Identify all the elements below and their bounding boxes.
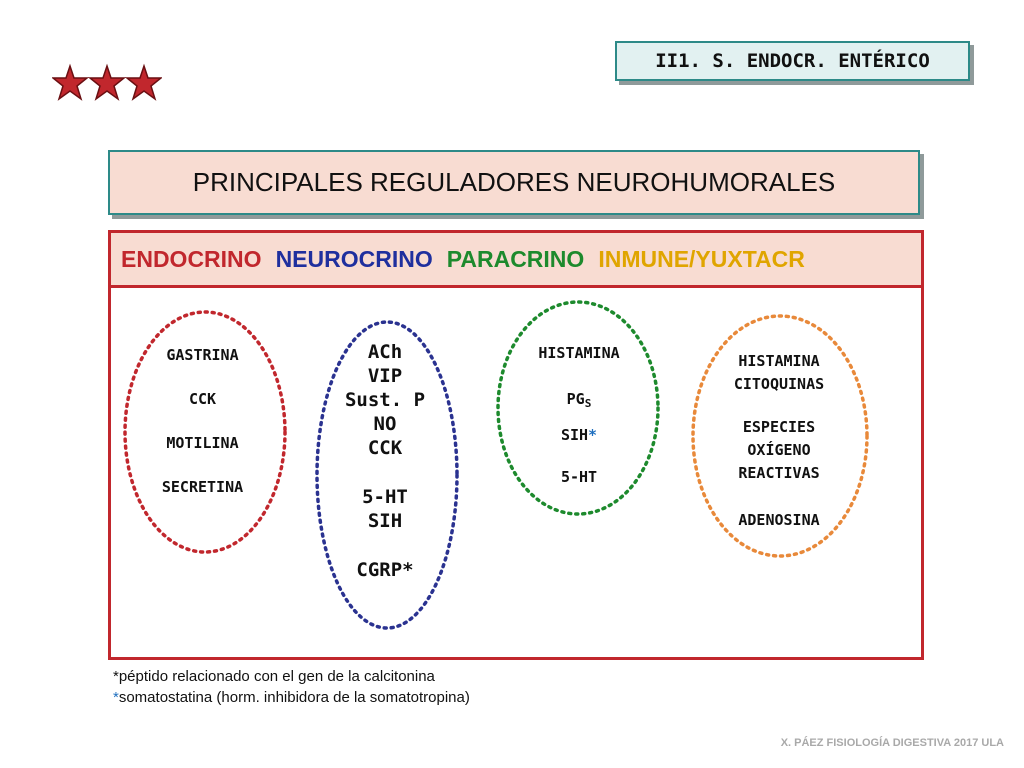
list-item: SIH* xyxy=(500,424,658,446)
list-item: NO xyxy=(373,413,397,435)
list-item: PGS xyxy=(500,388,658,412)
three-stars-icon xyxy=(52,63,162,101)
header-endocrino: ENDOCRINO xyxy=(121,245,262,272)
sih-star: * xyxy=(588,426,598,444)
footnote-cgrp: *péptido relacionado con el gen de la ca… xyxy=(113,668,435,685)
list-item: CCK xyxy=(367,437,403,459)
list-item: CGRP* xyxy=(356,559,414,581)
list-item: ADENOSINA xyxy=(738,511,820,529)
endocrino-list: GASTRINA CCK MOTILINA SECRETINA xyxy=(130,343,275,499)
footnote-sih: *somatostatina (horm. inhibidora de la s… xyxy=(113,689,470,706)
list-item: CCK xyxy=(188,390,217,408)
pg-label: PG xyxy=(566,390,585,408)
list-item: ESPECIES xyxy=(742,418,816,436)
inmune-list: HISTAMINA CITOQUINAS ESPECIES OXÍGENO RE… xyxy=(700,350,858,532)
ellipse-endocrino xyxy=(123,310,287,554)
list-item: HISTAMINA xyxy=(738,352,820,370)
category-header: ENDOCRINO NEUROCRINO PARACRINO INMUNE/YU… xyxy=(108,230,924,288)
footnote-sih-text: somatostatina (horm. inhibidora de la so… xyxy=(118,689,470,706)
header-inmune: INMUNE/YUXTACR xyxy=(598,245,805,272)
list-item: OXÍGENO xyxy=(747,441,811,459)
credit-line: X. PÁEZ FISIOLOGÍA DIGESTIVA 2017 ULA xyxy=(780,737,1004,749)
pg-subscript: S xyxy=(584,397,592,410)
list-item: SIH xyxy=(367,510,403,532)
list-item: ACh xyxy=(367,341,403,363)
header-neurocrino: NEUROCRINO xyxy=(275,245,433,272)
list-item: Sust. P xyxy=(344,389,426,411)
header-paracrino: PARACRINO xyxy=(446,245,585,272)
list-item: CITOQUINAS xyxy=(733,375,825,393)
list-item: 5-HT xyxy=(362,486,408,508)
list-item: 5-HT xyxy=(560,468,598,486)
neurocrino-list: ACh VIP Sust. P NO CCK 5-HT SIH CGRP* xyxy=(325,340,445,582)
list-item: VIP xyxy=(367,365,403,387)
list-item: REACTIVAS xyxy=(738,464,820,482)
paracrino-list: HISTAMINA PGS SIH* 5-HT xyxy=(500,342,658,488)
ellipse-inmune xyxy=(691,314,869,558)
ellipse-paracrino xyxy=(496,300,660,516)
sih-label: SIH xyxy=(560,426,589,444)
list-item: GASTRINA xyxy=(166,346,239,364)
footnote-star: * xyxy=(113,689,119,706)
list-item: HISTAMINA xyxy=(538,344,620,362)
page-title: PRINCIPALES REGULADORES NEUROHUMORALES xyxy=(108,150,920,215)
list-item: SECRETINA xyxy=(161,478,244,496)
ellipse-neurocrino xyxy=(315,320,459,630)
section-tag: II1. S. ENDOCR. ENTÉRICO xyxy=(615,41,970,81)
list-item: MOTILINA xyxy=(166,434,239,452)
